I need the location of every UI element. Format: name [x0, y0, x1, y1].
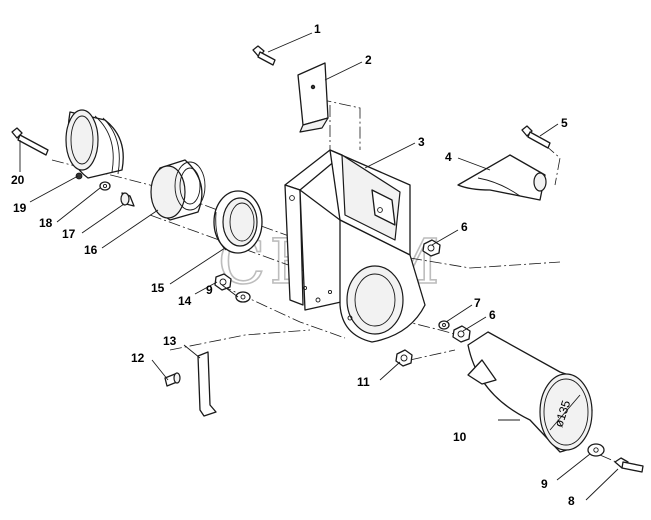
- callout-6-upper: 6: [461, 220, 468, 234]
- callout-17: 17: [62, 227, 76, 241]
- part-13-strap: [197, 351, 217, 417]
- callout-11: 11: [357, 375, 370, 389]
- leader-lines: [19, 32, 619, 501]
- callout-9-right: 9: [541, 477, 548, 491]
- part-3-housing: [284, 149, 426, 343]
- callout-4: 4: [445, 150, 452, 164]
- part-9-washer: [235, 291, 251, 303]
- part-12-rivet: [164, 372, 181, 387]
- callout-2: 2: [365, 53, 372, 67]
- callout-15: 15: [151, 281, 165, 295]
- part-17-bushing: [120, 192, 135, 207]
- part-2-bracket-plate: [297, 62, 329, 133]
- callout-18: 18: [39, 216, 53, 230]
- callout-6-lower: 6: [489, 308, 496, 322]
- callout-9-left: 9: [206, 283, 213, 297]
- callout-13: 13: [163, 334, 177, 348]
- part-6-nut-lower: [452, 325, 471, 343]
- part-6-nut-upper: [422, 239, 441, 257]
- callout-19: 19: [13, 201, 27, 215]
- part-18-washer: [99, 181, 111, 191]
- part-5-bolt: [521, 125, 551, 149]
- part-14-nut: [214, 273, 232, 291]
- callout-labels: 1 2 3 4 5 6 7 6 9 10 11 12 13 14 15 16 1…: [11, 22, 575, 508]
- part-16-sleeve: [150, 159, 206, 221]
- callout-14: 14: [178, 294, 192, 308]
- part-20-bolt: [11, 127, 49, 156]
- part-1-bolt: [252, 45, 276, 66]
- part-8-bolt: [614, 457, 644, 473]
- callout-20: 20: [11, 173, 25, 187]
- callout-5: 5: [561, 116, 568, 130]
- part-15-seal-ring: [213, 190, 263, 254]
- part-19-clamp-ring: [65, 109, 124, 180]
- callout-12: 12: [131, 351, 145, 365]
- part-9-washer-right: [587, 443, 605, 457]
- callout-7: 7: [474, 296, 481, 310]
- part-4-deflector: [457, 154, 547, 201]
- part-7-washer: [438, 320, 450, 330]
- callout-1: 1: [314, 22, 321, 36]
- callout-16: 16: [84, 243, 98, 257]
- callout-8: 8: [568, 494, 575, 508]
- part-10-cone-funnel: [467, 331, 593, 453]
- callout-10: 10: [453, 430, 467, 444]
- callout-3: 3: [418, 135, 425, 149]
